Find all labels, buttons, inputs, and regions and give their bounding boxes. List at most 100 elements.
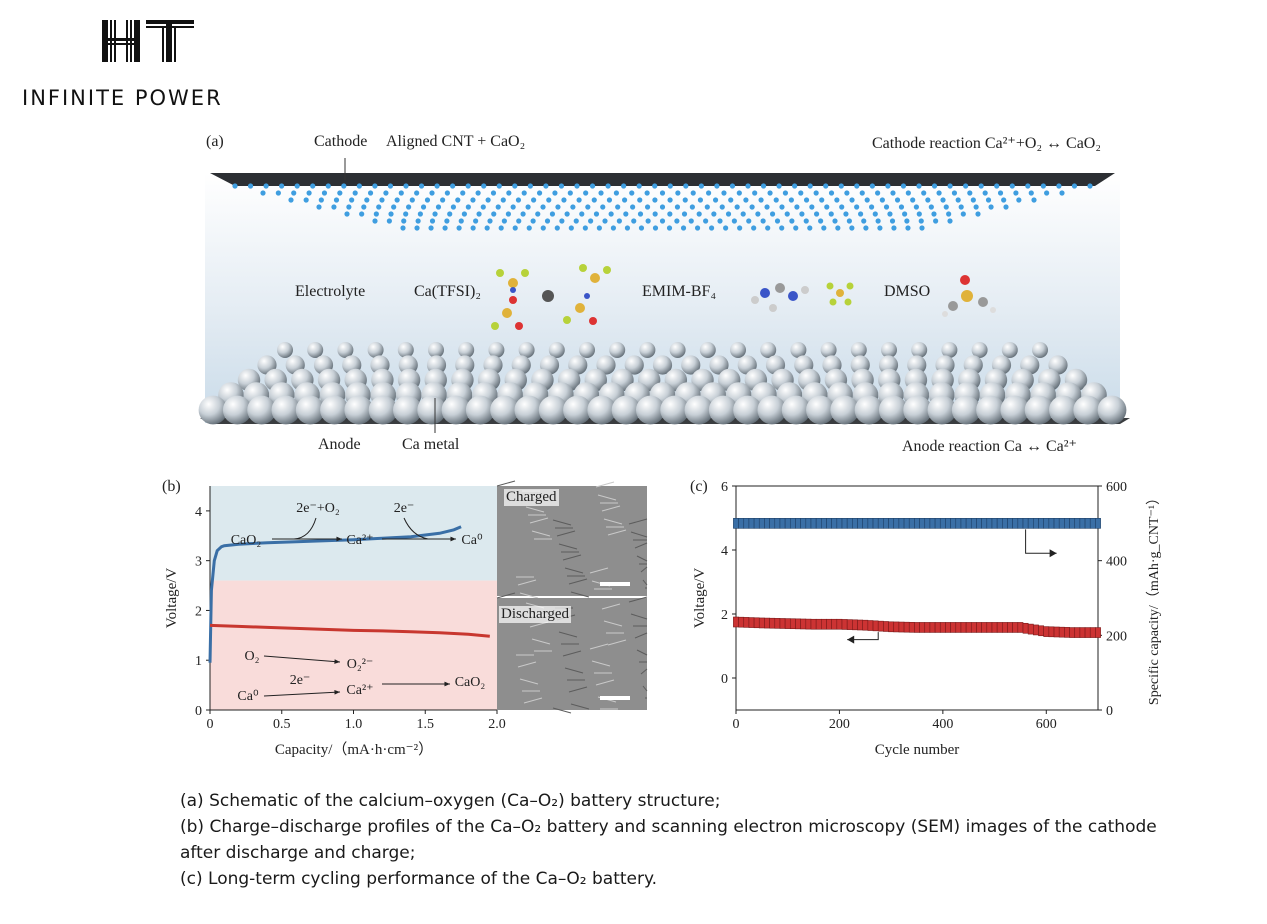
capacity-point (1095, 518, 1100, 528)
voltage-point (780, 618, 785, 628)
capacity-point (987, 518, 992, 528)
x-axis-label: Cycle number (875, 742, 960, 758)
voltage-point (904, 622, 909, 632)
y2-tick-label: 0 (1106, 704, 1113, 719)
capacity-point (868, 518, 873, 528)
voltage-point (842, 619, 847, 629)
capacity-point (1039, 518, 1044, 528)
capacity-point (914, 518, 919, 528)
voltage-point (1095, 628, 1100, 638)
capacity-point (1085, 518, 1090, 528)
x-tick-label: 400 (932, 717, 953, 732)
capacity-point (925, 518, 930, 528)
voltage-point (826, 619, 831, 629)
x-tick-label: 2.0 (488, 717, 506, 732)
voltage-point (971, 622, 976, 632)
y-axis-label: Voltage/V (164, 568, 180, 629)
capacity-point (1054, 518, 1059, 528)
voltage-point (1054, 627, 1059, 637)
voltage-point (951, 622, 956, 632)
capacity-point (795, 518, 800, 528)
charge-intermediate: Ca²⁺ (346, 533, 373, 548)
capacity-point (1080, 518, 1085, 528)
ca-metal-label: Ca metal (402, 436, 459, 454)
capacity-pointer-head (1050, 549, 1057, 557)
voltage-point (1090, 628, 1095, 638)
y-tick-label: 0 (721, 672, 728, 687)
voltage-point (909, 622, 914, 632)
voltage-point (1080, 628, 1085, 638)
y-tick-label: 3 (195, 555, 202, 570)
anode-reaction-label: Anode reaction Ca ↔ Ca²⁺ (902, 436, 1077, 456)
capacity-point (806, 518, 811, 528)
voltage-point (987, 622, 992, 632)
y2-tick-label: 600 (1106, 480, 1127, 495)
charge-reactant: CaO₂ (231, 533, 262, 548)
y-tick-label: 6 (721, 480, 728, 495)
cathode-label: Cathode (314, 133, 367, 151)
capacity-point (780, 518, 785, 528)
y-tick-label: 1 (195, 654, 202, 669)
capacity-point (889, 518, 894, 528)
voltage-point (878, 621, 883, 631)
y-axis-label: Voltage/V (692, 568, 708, 629)
voltage-point (785, 619, 790, 629)
voltage-point (883, 621, 888, 631)
capacity-point (878, 518, 883, 528)
capacity-point (1044, 518, 1049, 528)
ca-ion (542, 290, 554, 302)
capacity-point (1018, 518, 1023, 528)
capacity-point (894, 518, 899, 528)
capacity-point (1002, 518, 1007, 528)
voltage-point (1033, 625, 1038, 635)
capacity-point (971, 518, 976, 528)
capacity-point (1070, 518, 1075, 528)
voltage-point (1028, 624, 1033, 634)
capacity-point (997, 518, 1002, 528)
capacity-point (785, 518, 790, 528)
capacity-point (1007, 518, 1012, 528)
ht-logo (98, 16, 198, 66)
y2-axis-label: Specific capacity/（mAh·g_CNT⁻¹） (1146, 491, 1162, 705)
y-tick-label: 4 (195, 505, 202, 520)
voltage-point (935, 622, 940, 632)
voltage-point (1018, 622, 1023, 632)
voltage-point (816, 619, 821, 629)
capacity-point (920, 518, 925, 528)
capacity-point (816, 518, 821, 528)
capacity-point (790, 518, 795, 528)
caption-line-b: (b) Charge–discharge profiles of the Ca–… (180, 814, 1180, 866)
discharge-electrons: 2e⁻ (290, 673, 311, 688)
sem-discharged-label: Discharged (499, 606, 571, 623)
voltage-point (961, 622, 966, 632)
capacity-point (764, 518, 769, 528)
voltage-point (1002, 622, 1007, 632)
discharge-peroxide: O₂²⁻ (347, 657, 374, 672)
voltage-point (858, 620, 863, 630)
figure-caption: (a) Schematic of the calcium–oxygen (Ca–… (180, 788, 1180, 892)
voltage-point (806, 619, 811, 629)
capacity-point (858, 518, 863, 528)
y2-tick-label: 200 (1106, 629, 1127, 644)
capacity-point (1049, 518, 1054, 528)
voltage-point (925, 622, 930, 632)
voltage-point (1075, 628, 1080, 638)
voltage-point (1044, 627, 1049, 637)
capacity-point (749, 518, 754, 528)
discharge-ca2: Ca²⁺ (346, 683, 373, 698)
emim-bf4-label: EMIM-BF₄ (642, 283, 716, 301)
dmso-label: DMSO (884, 283, 930, 301)
caption-line-a: (a) Schematic of the calcium–oxygen (Ca–… (180, 788, 1180, 814)
voltage-point (1023, 623, 1028, 633)
x-tick-label: 200 (829, 717, 850, 732)
x-axis-label: Capacity/（mA·h·cm⁻²） (275, 741, 433, 758)
voltage-point (863, 620, 868, 630)
voltage-point (873, 621, 878, 631)
voltage-point (1070, 628, 1075, 638)
capacity-point (863, 518, 868, 528)
discharge-product: CaO₂ (455, 675, 486, 690)
voltage-point (770, 618, 775, 628)
voltage-point (945, 622, 950, 632)
